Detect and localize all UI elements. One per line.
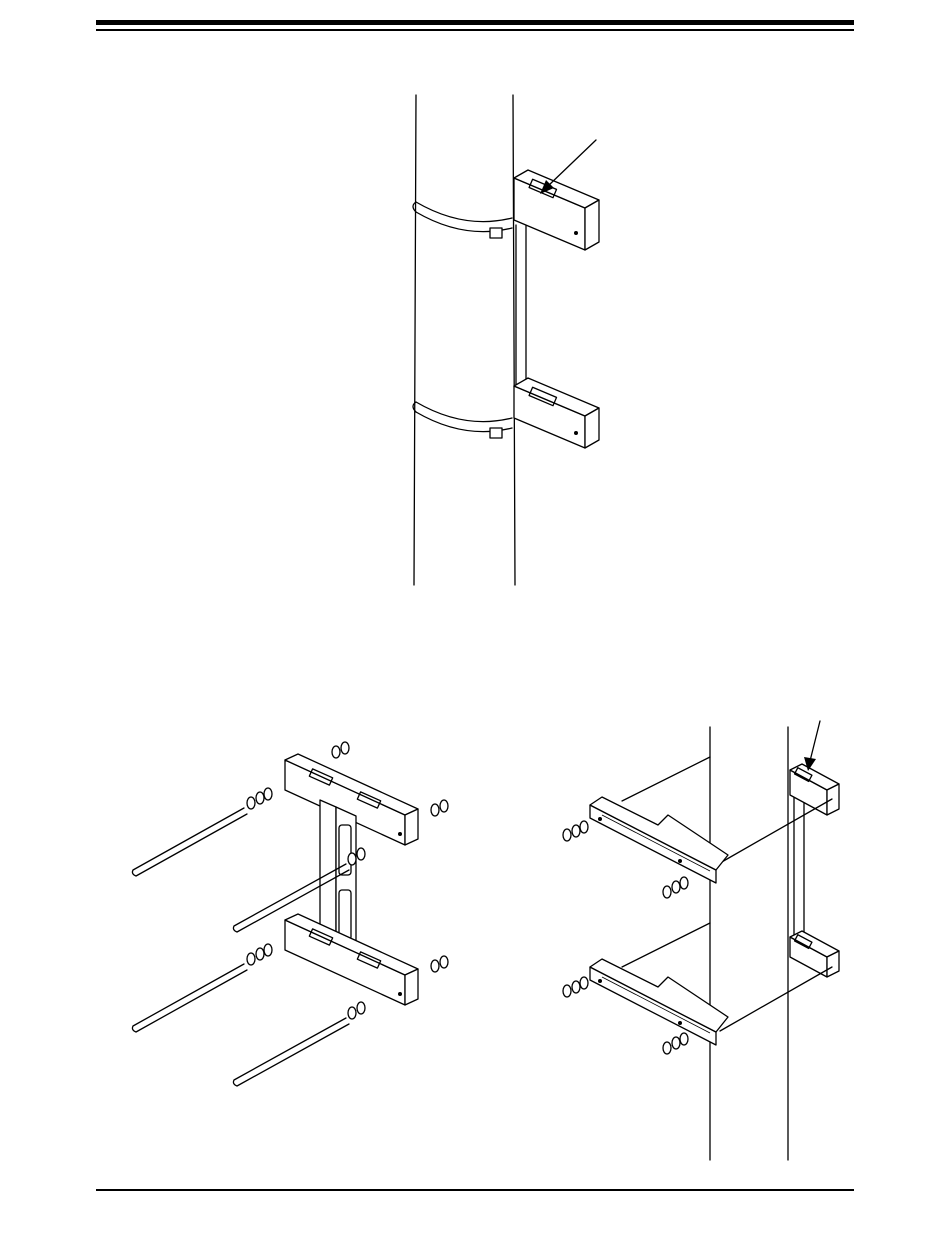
upper-band-clamp	[413, 202, 512, 238]
header-rule-thin	[96, 29, 854, 31]
upper-bracket-arm	[514, 170, 599, 250]
pole-clamp-bracket-illustration	[380, 90, 620, 590]
bracket-bolt-exploded-illustration	[120, 730, 480, 1100]
pole-bolt-mount-illustration	[540, 715, 870, 1165]
pole-left-edge	[414, 95, 416, 585]
footer-rule	[96, 1189, 854, 1191]
callout-arrow-icon	[804, 721, 820, 771]
upper-bracket-arm	[790, 764, 839, 815]
lower-bracket-arm	[514, 378, 599, 448]
header-rule-thick	[96, 20, 854, 25]
lower-clamp-plate	[590, 959, 728, 1045]
callout-arrow-icon	[540, 140, 596, 194]
lower-bracket-arm	[790, 931, 839, 977]
pole-right-edge	[513, 95, 515, 585]
upper-clamp-plate	[590, 797, 728, 883]
lower-band-clamp	[413, 402, 512, 438]
